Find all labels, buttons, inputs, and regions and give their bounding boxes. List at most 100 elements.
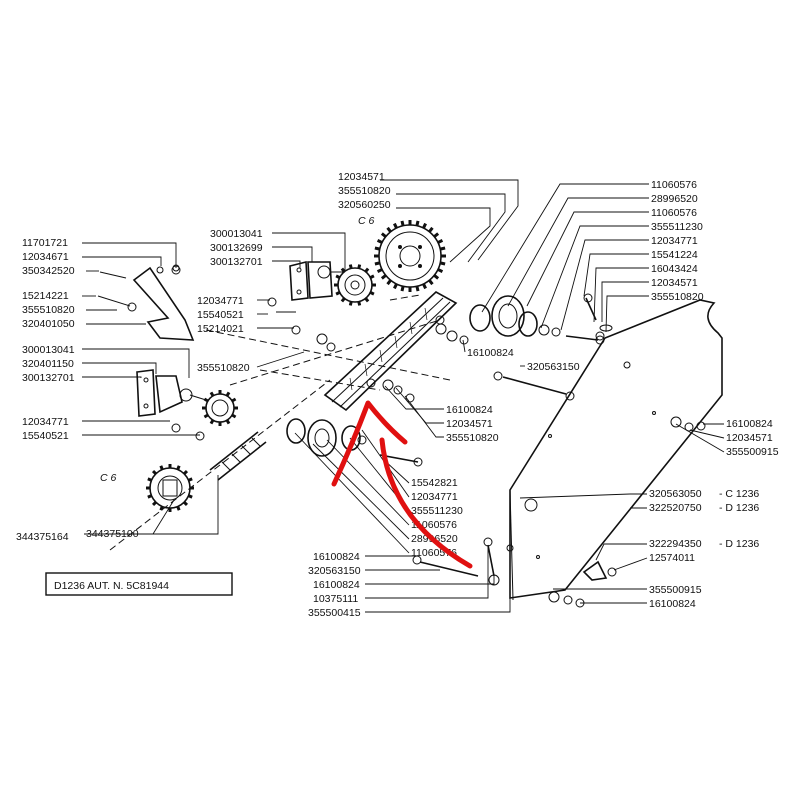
sprocket-tooth <box>187 494 193 499</box>
part-label: 300132699 <box>210 242 263 254</box>
part-label: 12034571 <box>338 171 385 183</box>
sprocket-tooth <box>433 274 440 280</box>
part-label: 300013041 <box>22 344 75 356</box>
sprocket-tooth <box>159 505 164 511</box>
part-label: 12034571 <box>446 418 493 430</box>
small-sprocket-upper <box>334 264 376 306</box>
section-mark: C 6 <box>100 472 117 484</box>
part-label: 355510820 <box>197 362 250 374</box>
part-label: 322520750 <box>649 502 702 514</box>
tensioner-bracket-top <box>289 260 345 301</box>
sprocket-tooth <box>428 226 434 233</box>
part-label: 15540521 <box>22 430 69 442</box>
sprocket-tooth <box>203 413 209 419</box>
sprocket-tooth <box>340 297 346 303</box>
part-label: 320563150 <box>308 565 361 577</box>
part-label: 320563150 <box>527 361 580 373</box>
sprocket-tooth <box>147 494 153 499</box>
sprocket-tooth <box>364 267 370 273</box>
sprocket-tooth <box>183 469 189 475</box>
sprocket-tooth <box>393 283 398 290</box>
sprocket-tooth <box>340 267 346 273</box>
sprocket-tooth <box>231 397 237 403</box>
sprocket-tooth <box>386 279 392 286</box>
sprocket-tooth <box>374 246 381 251</box>
sprocket-tooth <box>393 222 398 229</box>
sprocket-tooth <box>428 279 434 286</box>
part-label: 320401050 <box>22 318 75 330</box>
sprocket-tooth <box>369 274 375 279</box>
part-label: 355500415 <box>308 607 361 619</box>
sprocket-tooth <box>151 501 157 507</box>
part-label: 12034671 <box>22 251 69 263</box>
part-label: 16043424 <box>651 263 698 275</box>
sprocket-tooth <box>209 391 215 397</box>
sprocket-tooth <box>386 226 392 233</box>
small-sprocket-left <box>202 390 238 426</box>
part-label: 12034771 <box>411 491 458 503</box>
part-label: 355511230 <box>651 221 703 233</box>
sprocket-tooth <box>159 465 164 471</box>
part-label: 322294350 <box>649 538 702 550</box>
part-label: 12574011 <box>649 552 695 564</box>
part-label: 15214021 <box>197 323 244 335</box>
chain-link <box>209 431 267 481</box>
part-label: 355510820 <box>651 291 704 303</box>
part-label: - C 1236 <box>719 488 759 500</box>
sprocket-tooth <box>400 285 405 292</box>
sprocket-tooth <box>380 232 387 238</box>
sprocket-tooth <box>433 232 440 238</box>
part-label: 355511230 <box>411 505 463 517</box>
leader-lines <box>82 179 725 613</box>
sprocket-tooth <box>335 274 341 279</box>
part-label: 11701721 <box>22 237 68 249</box>
sprocket-tooth <box>348 301 353 306</box>
part-label: 300132701 <box>22 372 75 384</box>
part-label: 344375164 <box>16 531 69 543</box>
large-sprocket-top <box>374 220 446 292</box>
part-label: 355500915 <box>726 446 779 458</box>
sprocket-tooth <box>147 477 153 482</box>
part-label: 350342520 <box>22 265 75 277</box>
sprocket-tooth <box>176 465 181 471</box>
sprocket-tooth <box>225 391 231 397</box>
sprocket-tooth <box>364 297 370 303</box>
bracket-arm-left <box>97 264 195 341</box>
section-mark: C 6 <box>358 215 375 227</box>
part-label: 15542821 <box>411 477 458 489</box>
part-label: 15541224 <box>651 249 698 261</box>
part-label: 16100824 <box>446 404 493 416</box>
part-label: 355510820 <box>22 304 75 316</box>
part-label: 28996520 <box>651 193 698 205</box>
part-label: 15540521 <box>197 309 244 321</box>
part-label: - D 1236 <box>719 538 759 550</box>
tensioner-bracket-left <box>136 369 207 417</box>
sprocket-tooth <box>348 264 353 269</box>
part-label: 320560250 <box>338 199 391 211</box>
sprocket-tooth <box>357 301 362 306</box>
part-label: 320563050 <box>649 488 702 500</box>
sprocket-tooth <box>209 419 215 425</box>
sprocket-tooth <box>335 291 341 296</box>
sprocket-tooth <box>151 469 157 475</box>
sprocket-tooth <box>415 285 420 292</box>
part-label: 16100824 <box>467 347 514 359</box>
sprocket-tooth <box>422 283 427 290</box>
part-label: 300132701 <box>210 256 263 268</box>
part-label: 355510820 <box>446 432 499 444</box>
part-label: 12034571 <box>726 432 773 444</box>
sprocket-tooth <box>439 261 446 266</box>
sprocket-tooth <box>374 261 381 266</box>
sprocket-tooth <box>187 477 193 482</box>
sprocket-tooth <box>225 419 231 425</box>
part-label: 11060576 <box>651 207 697 219</box>
sprocket-bottom-left <box>146 464 194 512</box>
part-label: 16100824 <box>649 598 696 610</box>
part-label: 320401150 <box>22 358 74 370</box>
part-label: 16100824 <box>313 551 360 563</box>
part-label: 355500915 <box>649 584 702 596</box>
sprocket-tooth <box>231 413 237 419</box>
sprocket-tooth <box>380 274 387 280</box>
sprocket-tooth <box>176 505 181 511</box>
